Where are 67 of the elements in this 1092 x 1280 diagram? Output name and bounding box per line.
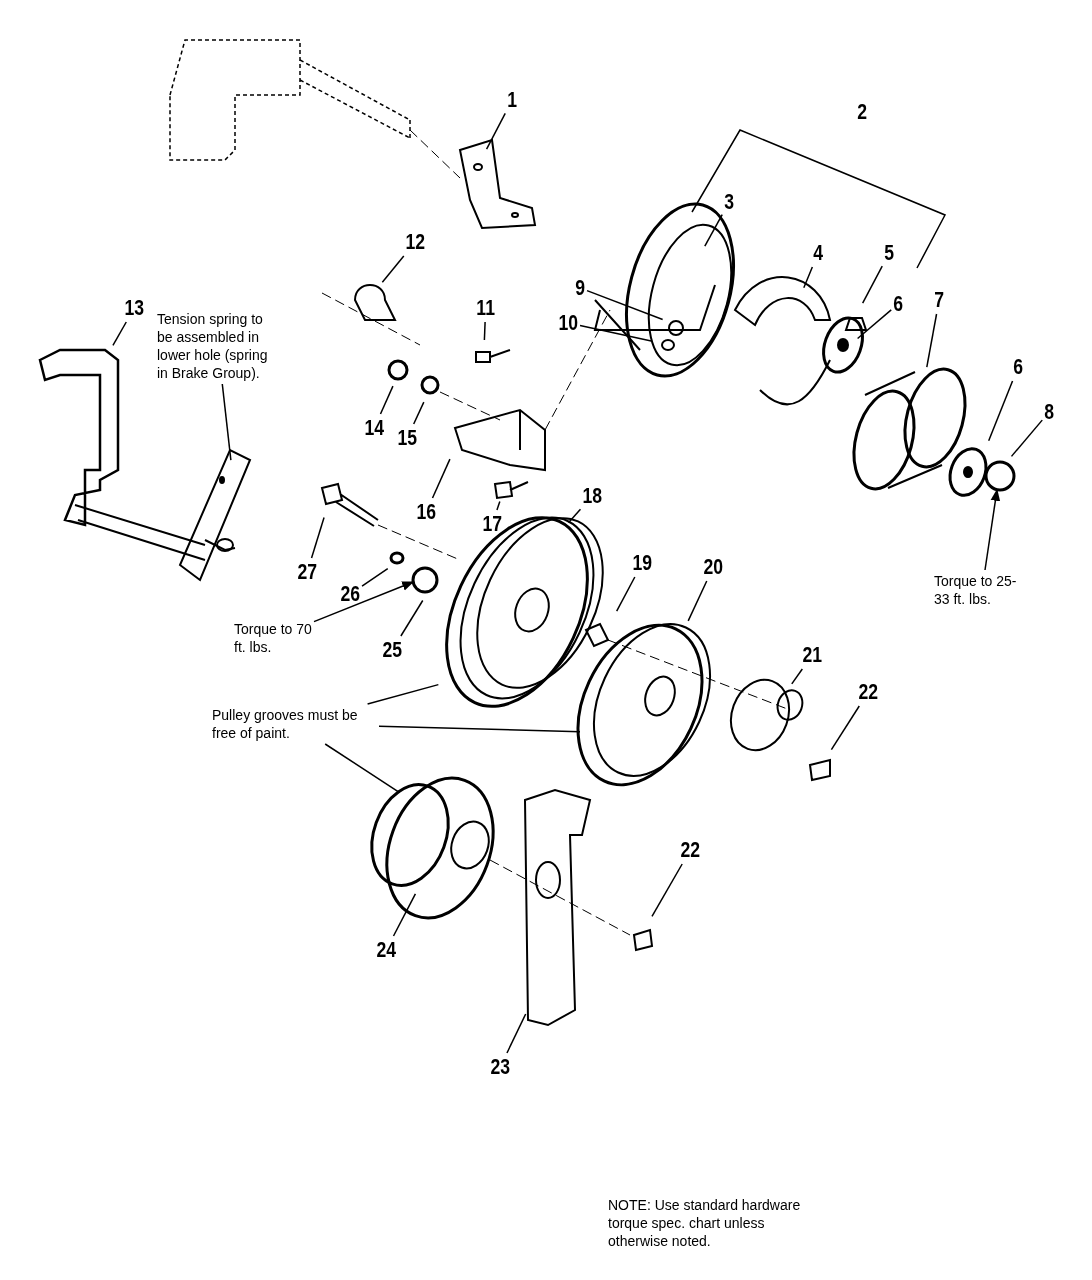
- leader-line: [687, 580, 708, 622]
- callout-number: 9: [575, 276, 585, 300]
- callout-number: 7: [934, 288, 944, 312]
- leader-line: [651, 863, 683, 918]
- callout-number: 24: [376, 938, 397, 962]
- note-text: Torque to 25-33 ft. lbs.: [934, 572, 1030, 608]
- callout-number: 6: [1013, 355, 1023, 379]
- leader-line: [400, 599, 424, 637]
- callout-number: 23: [490, 1055, 511, 1079]
- callout-number: 14: [364, 416, 385, 440]
- leader-line: [221, 383, 232, 461]
- leader-line: [506, 1013, 527, 1054]
- leader-line: [567, 508, 582, 524]
- leader-line: [324, 743, 401, 794]
- callout-number: 22: [858, 680, 879, 704]
- callout-number: 19: [632, 551, 653, 575]
- leader-line: [366, 683, 440, 705]
- arrow: [984, 488, 1001, 571]
- callout-number: 8: [1044, 400, 1055, 424]
- callout-number: 17: [482, 512, 503, 536]
- leader-line: [579, 324, 652, 342]
- note-text: NOTE: Use standard hardware torque spec. chart unless otherwise noted.: [608, 1196, 802, 1250]
- note-text: Pulley grooves must be free of paint.: [212, 706, 377, 742]
- arrow: [313, 581, 415, 623]
- callout-number: 21: [802, 643, 823, 667]
- callout-number: 10: [558, 311, 579, 335]
- leader-line: [483, 321, 486, 341]
- leader-line: [496, 500, 501, 511]
- callout-number: 16: [416, 500, 437, 524]
- callout-number: 2: [857, 100, 867, 124]
- leader-line: [379, 385, 394, 415]
- callout-number: 15: [397, 426, 418, 450]
- callout-number: 27: [297, 560, 318, 584]
- note-text: Torque to 70 ft. lbs.: [234, 620, 312, 656]
- callout-number: 20: [703, 555, 724, 579]
- leader-line: [381, 255, 405, 283]
- callout-number: 11: [476, 296, 495, 320]
- leader-line: [926, 313, 938, 368]
- leader-line: [704, 213, 723, 247]
- leader-line: [830, 705, 861, 751]
- leader-line: [412, 401, 425, 425]
- callout-number: 18: [582, 484, 603, 508]
- leader-line: [791, 668, 804, 685]
- leader-line: [1010, 419, 1043, 458]
- callout-number: 26: [340, 582, 361, 606]
- leader-line: [861, 265, 883, 304]
- callout-number: 6: [893, 292, 903, 316]
- callout-number: 25: [382, 638, 403, 662]
- leader-line: [112, 321, 127, 347]
- callout-number: 4: [813, 241, 823, 265]
- leader-line: [856, 309, 892, 340]
- callout-number: 3: [724, 190, 734, 214]
- leader-line: [392, 893, 417, 937]
- callout-number: 1: [507, 88, 518, 112]
- leader-line: [485, 112, 506, 150]
- leader-line: [987, 380, 1014, 442]
- leader-line: [803, 266, 814, 289]
- note-text: Tension spring to be assembled in lower hole (spring in Brake Group).: [157, 310, 279, 382]
- leader-line: [586, 289, 664, 321]
- leader-line: [431, 458, 451, 499]
- leader-line: [310, 516, 325, 559]
- leader-line: [615, 576, 636, 612]
- callout-number: 13: [124, 296, 145, 320]
- callout-number: 5: [884, 241, 894, 265]
- leader-line: [361, 567, 389, 587]
- callout-number: 12: [405, 230, 426, 254]
- callout-number: 22: [680, 838, 701, 862]
